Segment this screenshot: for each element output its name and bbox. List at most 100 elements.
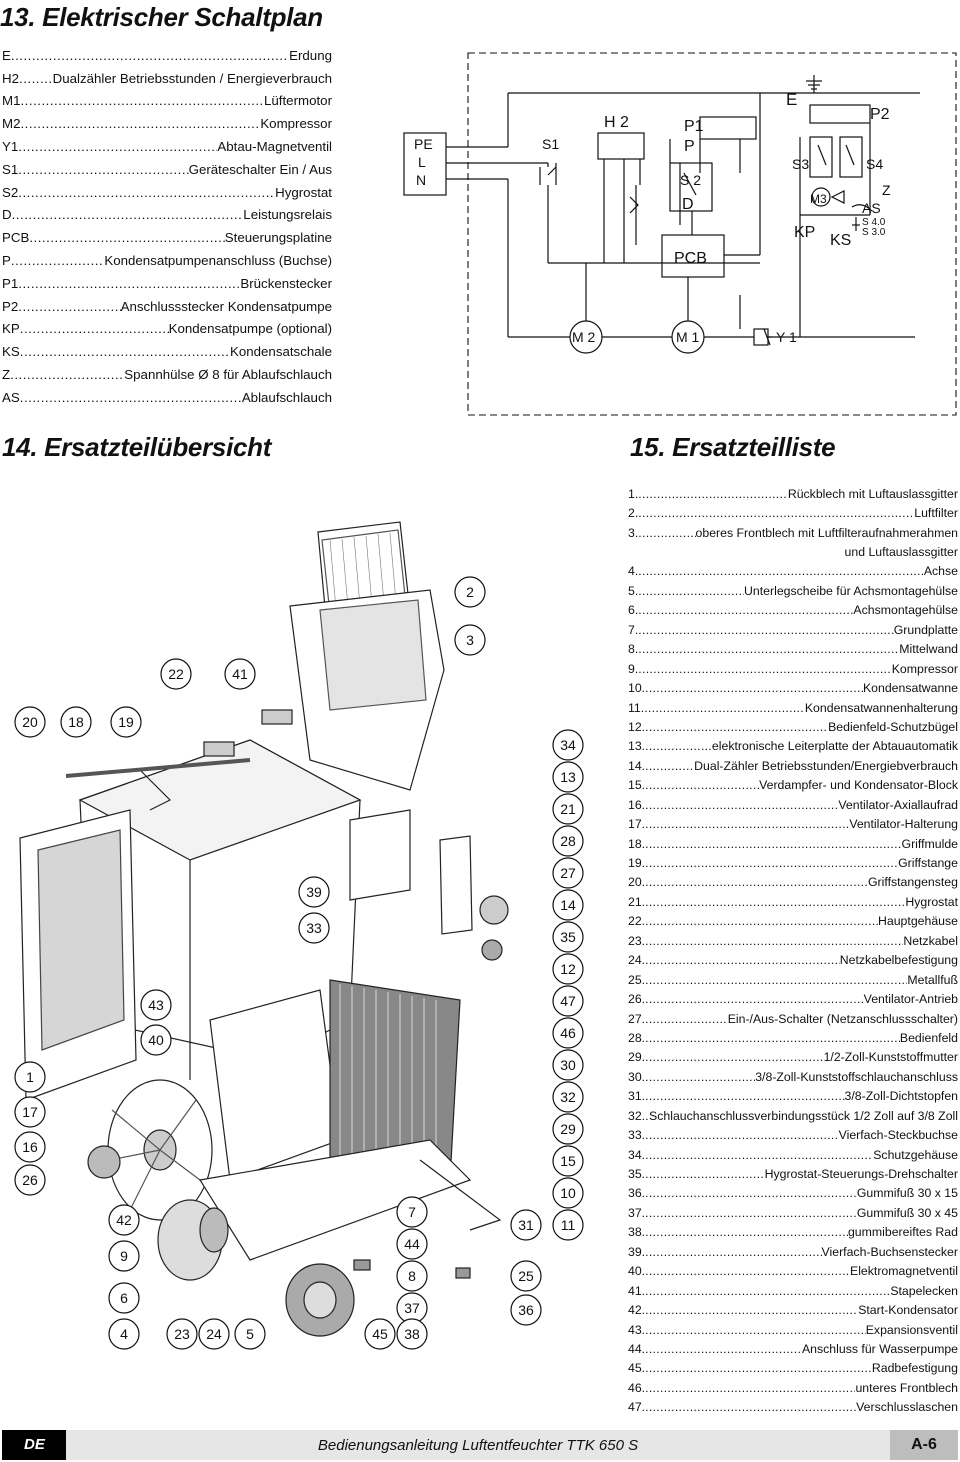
part-name: gummibereiftes Rad [847, 1225, 958, 1240]
part-name: Kondensatwannenhalterung [804, 700, 958, 715]
callout-number: 9 [120, 1248, 128, 1264]
callout-number: 31 [518, 1217, 534, 1233]
parts-row: 6.Achsmontagehülse [628, 601, 958, 620]
parts-row: 23.Netzkabel [628, 931, 958, 950]
part-number: 32. [628, 1108, 646, 1123]
callout-34: 34 [552, 729, 584, 761]
callout-9: 9 [108, 1240, 140, 1272]
legend-text: Steuerungsplatine [224, 230, 332, 246]
part-name: Hauptgehäuse [878, 914, 958, 929]
part-name: Vierfach-Steckbuchse [838, 1128, 958, 1143]
legend-code: S1 [2, 161, 19, 177]
callout-11: 11 [552, 1209, 584, 1241]
legend-row: DLeistungsrelais [2, 204, 332, 227]
callout-42: 42 [108, 1204, 140, 1236]
part-number: 15. [628, 778, 646, 793]
leader-dots [645, 875, 868, 889]
part-number: 33. [628, 1128, 646, 1143]
parts-row: 42.Start-Kondensator [628, 1300, 958, 1319]
part-name: Verdampfer- und Kondensator-Block [759, 778, 958, 793]
label-s1: S1 [542, 136, 559, 152]
page-footer: DE Bedienungsanleitung Luftentfeuchter T… [0, 1430, 960, 1460]
legend-row: Y1Abtau-Magnetventil [2, 135, 332, 158]
callout-46: 46 [552, 1017, 584, 1049]
leader-dots [645, 1400, 856, 1414]
part-name: Luftfilter [914, 506, 958, 521]
part-name: Hygrostat [905, 894, 958, 909]
label-d: D [682, 196, 694, 213]
legend-text: Kondensatpumpe (optional) [168, 321, 332, 337]
callout-39: 39 [298, 876, 330, 908]
parts-row: 36.Gummifuß 30 x 15 [628, 1184, 958, 1203]
part-number: 37. [628, 1205, 646, 1220]
part-number: 30. [628, 1069, 646, 1084]
leader-dots [638, 662, 891, 676]
label-s3: S3 [792, 156, 809, 172]
callout-25: 25 [510, 1260, 542, 1292]
label-s4: S4 [866, 156, 883, 172]
parts-row: 4.Achse [628, 562, 958, 581]
part-number: 2. [628, 506, 639, 521]
part-name: Achse [923, 564, 958, 579]
part-name: Schlauchanschlussverbindungsstück 1/2 Zo… [649, 1108, 958, 1123]
part-name: Elektromagnetventil [850, 1264, 958, 1279]
part-number: 43. [628, 1322, 646, 1337]
callout-13: 13 [552, 761, 584, 793]
part-number: 6. [628, 603, 639, 618]
parts-row: 43.Expansionsventil [628, 1320, 958, 1339]
label-s30: S 3.0 [862, 227, 886, 238]
callout-number: 11 [561, 1217, 576, 1233]
leader-dots [645, 778, 759, 792]
label-p: P [684, 138, 695, 155]
part-name: Rückblech mit Luftauslassgitter [787, 486, 958, 501]
legend-code: P1 [2, 275, 19, 291]
legend-row: EErdung [2, 44, 332, 67]
parts-row: 16.Ventilator-Axiallaufrad [628, 795, 958, 814]
leader-dots [18, 276, 240, 291]
part-number: 1. [628, 486, 639, 501]
parts-row: 38.gummibereiftes Rad [628, 1223, 958, 1242]
legend-text: Ablaufschlauch [241, 389, 332, 405]
leader-dots [645, 1206, 857, 1220]
legend-code: P [2, 253, 11, 269]
callout-number: 19 [118, 714, 134, 730]
callout-number: 17 [22, 1104, 38, 1120]
leader-dots [638, 526, 695, 540]
callout-3: 3 [454, 624, 486, 656]
leader-dots [645, 934, 903, 948]
legend-text: Leistungsrelais [243, 207, 332, 223]
parts-row: 32.Schlauchanschlussverbindungsstück 1/2… [628, 1106, 958, 1125]
callout-44: 44 [396, 1228, 428, 1260]
callout-15: 15 [552, 1145, 584, 1177]
wiring-schematic: PE L N S1 H 2 P1 P S 2 D PCB E P2 S3 S4 … [403, 52, 957, 416]
callout-number: 37 [404, 1300, 420, 1316]
part-name: Ventilator-Halterung [849, 817, 958, 832]
parts-row: 46.unteres Frontblech [628, 1378, 958, 1397]
schaltplan-legend: EErdungH2Dualzähler Betriebsstunden / En… [2, 44, 332, 409]
callout-18: 18 [60, 706, 92, 738]
label-e: E [786, 90, 797, 109]
callout-number: 21 [560, 801, 576, 817]
part-number: 24. [628, 953, 646, 968]
legend-code: P2 [2, 298, 19, 314]
callout-number: 10 [560, 1185, 576, 1201]
parts-row: 25.Metallfuß [628, 970, 958, 989]
label-pcb: PCB [674, 250, 707, 267]
callout-number: 3 [466, 632, 474, 648]
leader-dots [18, 162, 188, 177]
callout-30: 30 [552, 1049, 584, 1081]
leader-dots [638, 623, 893, 637]
legend-code: KS [2, 344, 20, 360]
parts-row: 26.Ventilator-Antrieb [628, 989, 958, 1008]
legend-text: Geräteschalter Ein / Aus [188, 161, 332, 177]
leader-dots [645, 1361, 872, 1375]
label-s2: S 2 [680, 172, 701, 188]
parts-row: 28.Bedienfeld [628, 1028, 958, 1047]
leader-dots [645, 837, 901, 851]
parts-row: 5.Unterlegscheibe für Achsmontagehülse [628, 581, 958, 600]
leader-dots [645, 856, 898, 870]
callout-23: 23 [166, 1318, 198, 1350]
parts-row: 37.Gummifuß 30 x 45 [628, 1203, 958, 1222]
footer-title: Bedienungsanleitung Luftentfeuchter TTK … [66, 1430, 890, 1460]
